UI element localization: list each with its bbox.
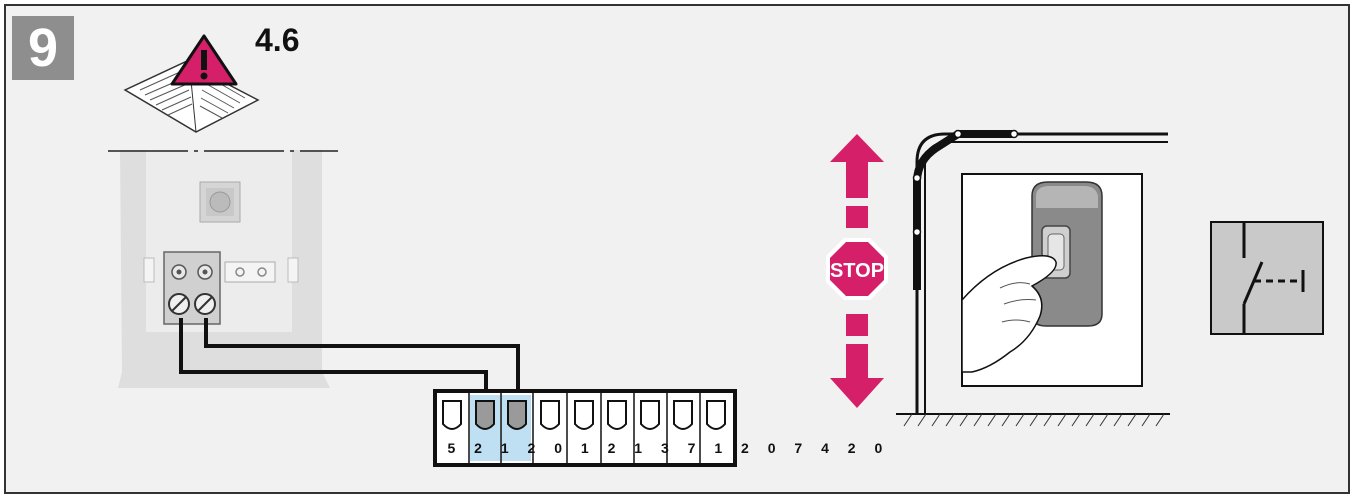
manual-warning-icon bbox=[123, 34, 260, 133]
terminal-number: 4 bbox=[821, 440, 829, 456]
terminal-block bbox=[433, 389, 737, 467]
gate-frame bbox=[896, 129, 1170, 427]
terminal-number: 7 bbox=[794, 440, 803, 456]
terminal-number: 3 bbox=[660, 440, 669, 456]
terminal-number: 2 bbox=[741, 440, 749, 456]
normally-open-contact-icon bbox=[1210, 221, 1324, 335]
terminal-number: 0 bbox=[874, 440, 883, 456]
terminal-number: 2 bbox=[527, 440, 536, 456]
terminal-number: 5 bbox=[447, 440, 456, 456]
manual-section-reference: 4.6 bbox=[255, 22, 300, 58]
down-arrow-icon bbox=[830, 314, 884, 408]
device-housing bbox=[108, 150, 338, 388]
terminal-number: 0 bbox=[767, 440, 776, 456]
terminal-number: 0 bbox=[554, 440, 562, 456]
step-number-badge: 9 bbox=[12, 16, 74, 80]
up-arrow-icon bbox=[830, 134, 884, 228]
terminal-number: 1 bbox=[634, 440, 643, 456]
terminal-number: 2 bbox=[847, 440, 856, 456]
terminal-number: 7 bbox=[687, 440, 696, 456]
terminal-numbers: 5 2 1 2 0 1 2 1 3 7 1 2 0 7 4 2 0 bbox=[438, 440, 892, 456]
terminal-number: 1 bbox=[714, 440, 723, 456]
stop-sign-icon bbox=[826, 238, 888, 300]
wires bbox=[179, 318, 520, 398]
terminal-number: 1 bbox=[500, 440, 509, 456]
terminal-number: 2 bbox=[607, 440, 616, 456]
terminal-number: 2 bbox=[474, 440, 482, 456]
push-button-icon bbox=[961, 173, 1143, 387]
stop-sign-label: STOP bbox=[830, 260, 884, 282]
terminal-number: 1 bbox=[580, 440, 589, 456]
